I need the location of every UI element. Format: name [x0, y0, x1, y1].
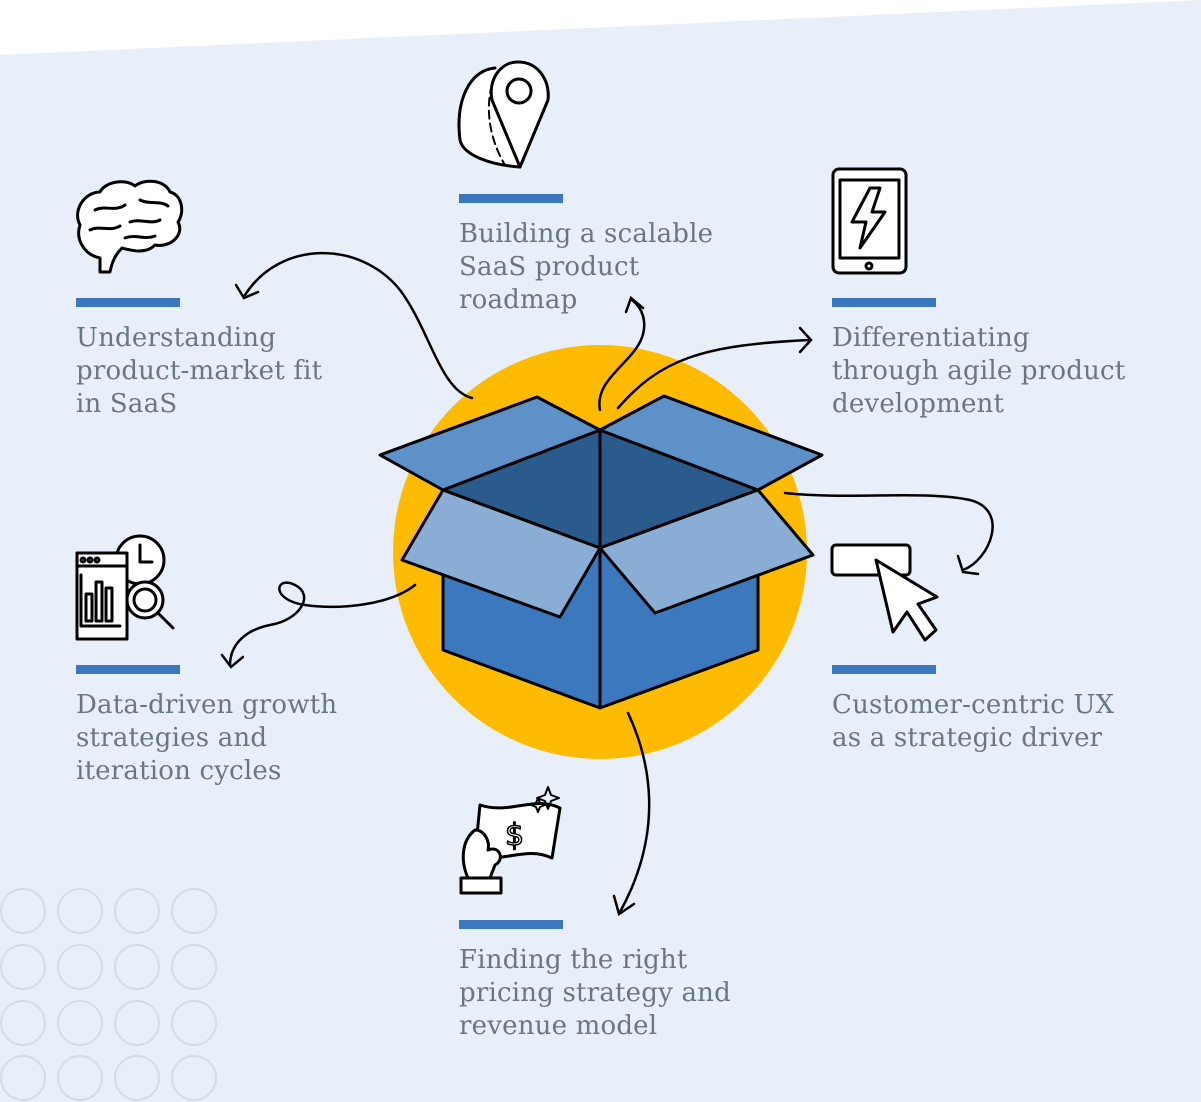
brain-icon	[76, 179, 184, 274]
arrow-to-agile	[616, 338, 812, 410]
arrow-to-pricing-head	[612, 894, 636, 916]
decorative-circle	[114, 1055, 160, 1101]
accent-bar	[459, 194, 563, 203]
accent-bar	[832, 298, 936, 307]
decorative-circle	[171, 944, 217, 990]
money-hand-icon: $	[459, 786, 562, 895]
label-line: SaaS product	[459, 252, 640, 282]
decorative-circle	[0, 1055, 46, 1101]
box-flap-front-left	[400, 488, 602, 619]
open-box-illustration	[378, 394, 824, 710]
topic-ux: Customer-centric UX as a strategic drive…	[832, 665, 1152, 755]
box-flap-top-right	[598, 394, 824, 492]
label-line: in SaaS	[76, 389, 178, 419]
box-flap-front-right	[598, 488, 815, 615]
decorative-circle	[171, 1000, 217, 1046]
topic-label: Building a scalable SaaS product roadmap	[459, 218, 779, 317]
topic-data: Data-driven growth strategies and iterat…	[76, 665, 396, 788]
label-line: Finding the right	[459, 945, 688, 975]
decorative-circle	[0, 944, 46, 990]
arrow-to-data	[228, 581, 417, 667]
label-line: product-market fit	[76, 356, 323, 386]
cursor-click-icon	[830, 543, 939, 642]
topic-roadmap: Building a scalable SaaS product roadmap	[459, 194, 779, 317]
label-line: Differentiating	[832, 323, 1030, 353]
topic-fit: Understanding product-market fit in SaaS	[76, 298, 396, 421]
arrows	[220, 251, 994, 916]
topic-label: Differentiating through agile product de…	[832, 322, 1152, 421]
arrow-to-roadmap	[598, 298, 646, 412]
tablet-lightning-icon	[831, 167, 908, 275]
arrow-to-ux	[783, 491, 994, 572]
arrow-to-fit-head	[234, 283, 260, 300]
label-line: Customer-centric UX	[832, 690, 1115, 720]
arrow-to-agile-head	[798, 326, 813, 354]
label-line: Data-driven growth	[76, 690, 338, 720]
accent-bar	[76, 298, 180, 307]
decorative-circle	[0, 1000, 46, 1046]
svg-text:$: $	[505, 818, 524, 853]
decorative-circle	[114, 888, 160, 934]
topic-pricing: Finding the right pricing strategy and r…	[459, 920, 779, 1043]
label-line: Building a scalable	[459, 219, 714, 249]
arrow-to-data-head	[220, 653, 245, 669]
label-line: iteration cycles	[76, 756, 282, 786]
topic-label: Customer-centric UX as a strategic drive…	[832, 689, 1152, 755]
label-line: as a strategic driver	[832, 723, 1103, 753]
decorative-circle	[114, 1000, 160, 1046]
decorative-circle	[57, 888, 103, 934]
analytics-search-icon	[75, 534, 175, 641]
decorative-circle	[57, 1055, 103, 1101]
arrow-to-pricing	[618, 711, 651, 914]
label-line: Understanding	[76, 323, 277, 353]
decorative-circle	[171, 888, 217, 934]
topic-label: Understanding product-market fit in SaaS	[76, 322, 396, 421]
decorative-circle	[114, 944, 160, 990]
decorative-circle-grid	[0, 888, 217, 1101]
topic-agile: Differentiating through agile product de…	[832, 298, 1152, 421]
decorative-circle	[57, 1000, 103, 1046]
accent-bar	[459, 920, 563, 929]
label-line: roadmap	[459, 285, 578, 315]
topic-label: Finding the right pricing strategy and r…	[459, 944, 779, 1043]
arrow-to-roadmap-head	[624, 295, 645, 314]
accent-bar	[832, 665, 936, 674]
decorative-circle	[0, 888, 46, 934]
label-line: revenue model	[459, 1011, 658, 1041]
arrow-to-fit	[243, 251, 474, 400]
label-line: pricing strategy and	[459, 978, 731, 1008]
label-line: strategies and	[76, 723, 268, 753]
label-line: through agile product	[832, 356, 1126, 386]
topic-label: Data-driven growth strategies and iterat…	[76, 689, 396, 788]
label-line: development	[832, 389, 1005, 419]
arrow-to-ux-head	[956, 554, 980, 576]
accent-bar	[76, 665, 180, 674]
decorative-circle	[57, 944, 103, 990]
decorative-circle	[171, 1055, 217, 1101]
map-pin-icon	[457, 60, 550, 169]
